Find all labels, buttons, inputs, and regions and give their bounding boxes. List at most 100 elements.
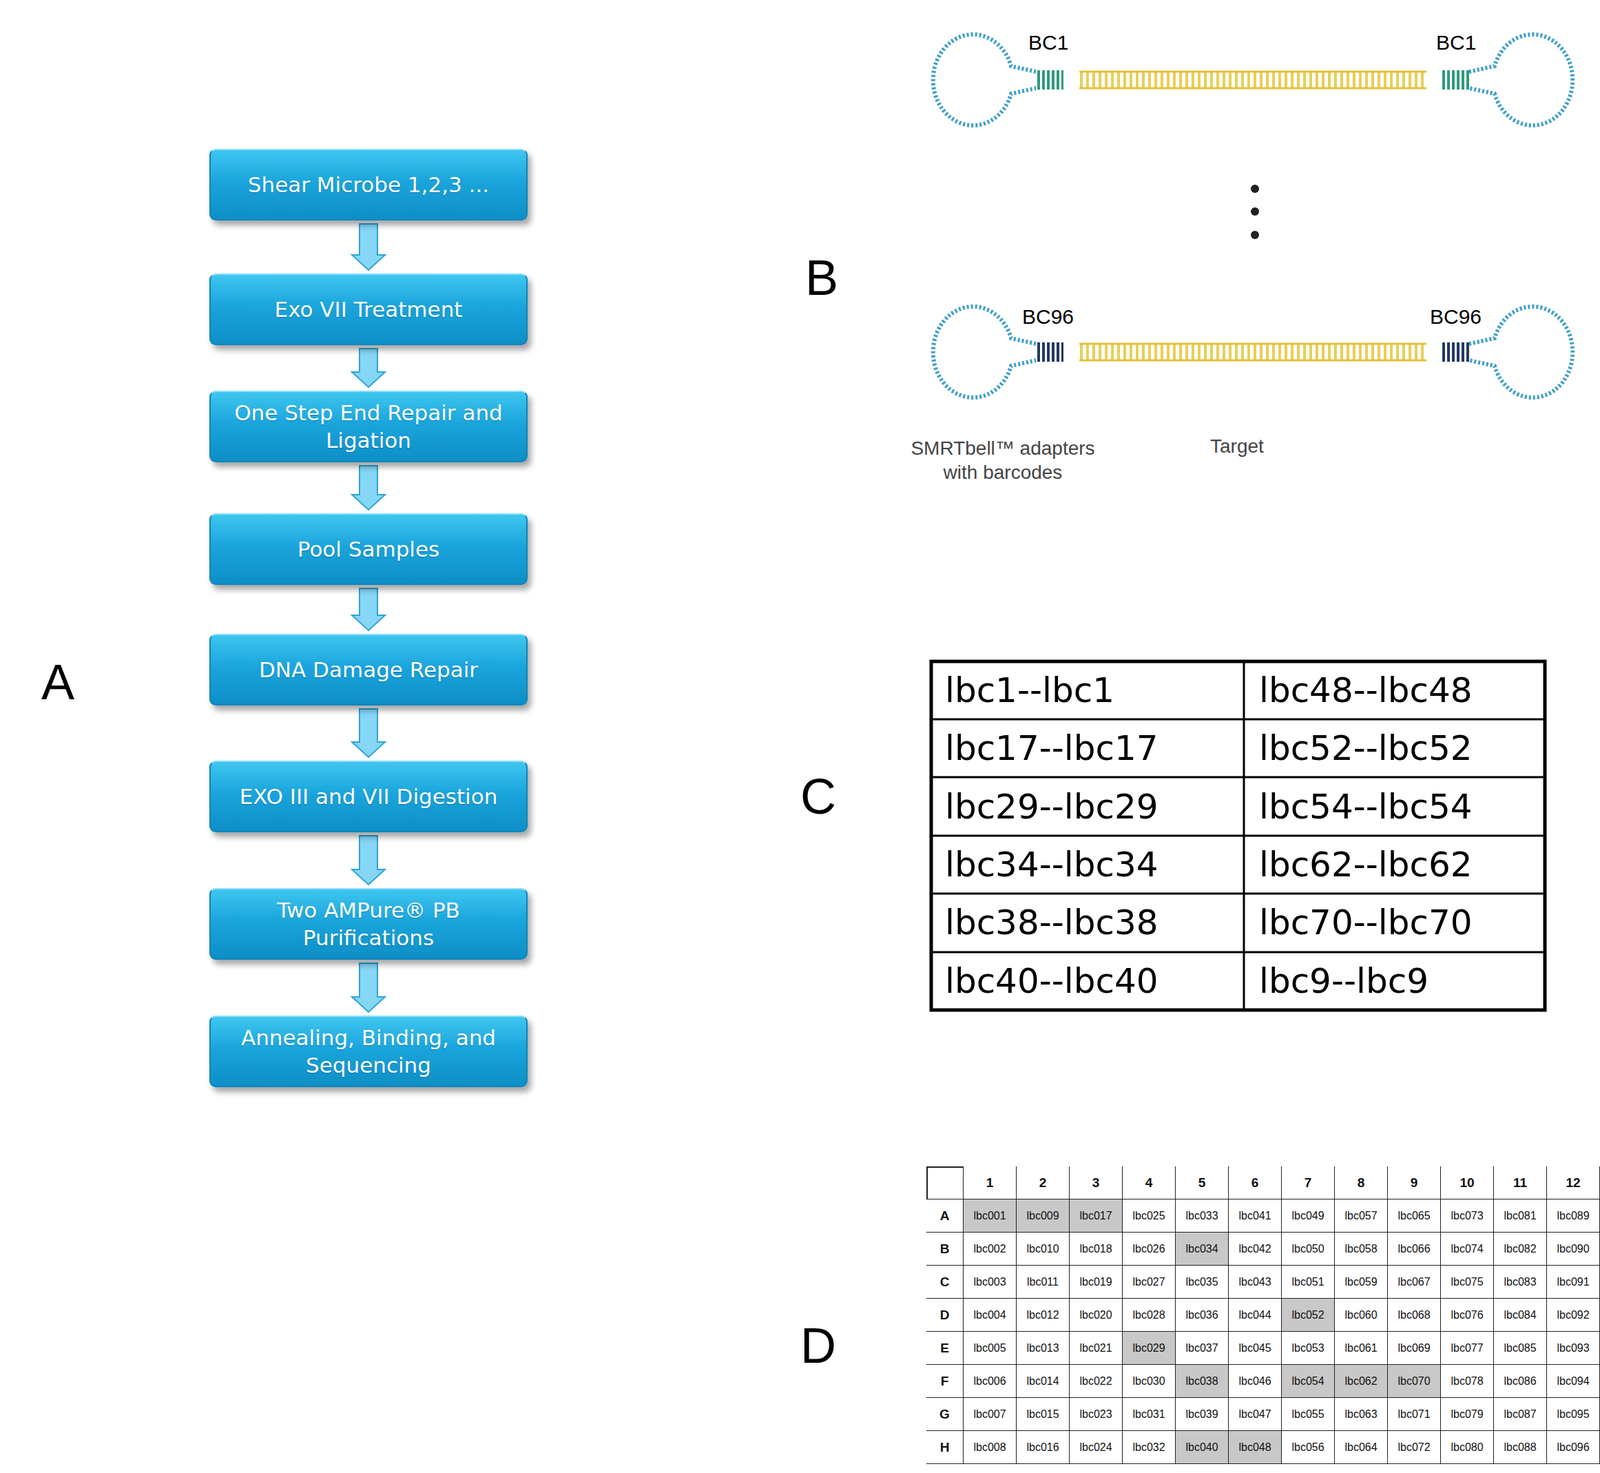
well-cell: lbc050 bbox=[1281, 1232, 1335, 1266]
box-text: EXO III and VII Digestion bbox=[239, 782, 498, 810]
well-cell: lbc020 bbox=[1069, 1298, 1123, 1332]
well-cell: lbc028 bbox=[1122, 1298, 1176, 1332]
box-text: DNA Damage Repair bbox=[258, 655, 479, 684]
block-arrow bbox=[351, 708, 386, 757]
well-cell: lbc009 bbox=[1016, 1199, 1070, 1233]
well-cell: lbc055 bbox=[1281, 1397, 1335, 1431]
well-cell: lbc074 bbox=[1440, 1232, 1494, 1266]
well-cell: lbc040 bbox=[1175, 1430, 1229, 1464]
column-header: 6 bbox=[1228, 1166, 1282, 1200]
process-box: Annealing, Binding, and Sequencing bbox=[209, 1015, 528, 1087]
table-cell: lbc9--lbc9 bbox=[1259, 960, 1429, 1001]
well-cell: lbc088 bbox=[1493, 1430, 1547, 1464]
table-cell: lbc70--lbc70 bbox=[1259, 902, 1473, 943]
row-header: E bbox=[926, 1331, 964, 1365]
well-cell: lbc077 bbox=[1440, 1331, 1494, 1365]
column-header: 4 bbox=[1122, 1166, 1176, 1200]
well-cell: lbc090 bbox=[1546, 1232, 1600, 1266]
well-cell: lbc046 bbox=[1228, 1364, 1282, 1398]
row-header: H bbox=[926, 1430, 964, 1464]
row-header: G bbox=[926, 1397, 964, 1431]
well-cell: lbc031 bbox=[1122, 1397, 1176, 1431]
well-cell: lbc035 bbox=[1175, 1265, 1229, 1299]
column-header: 12 bbox=[1546, 1166, 1600, 1200]
well-cell: lbc014 bbox=[1016, 1364, 1070, 1398]
well-cell: lbc068 bbox=[1387, 1298, 1441, 1332]
column-header: 9 bbox=[1387, 1166, 1441, 1200]
well-cell: lbc092 bbox=[1546, 1298, 1600, 1332]
process-box: Exo VII Treatment bbox=[209, 273, 528, 346]
well-cell: lbc049 bbox=[1281, 1199, 1335, 1233]
well-cell: lbc083 bbox=[1493, 1265, 1547, 1299]
well-cell: lbc013 bbox=[1016, 1331, 1070, 1365]
process-box: Shear Microbe 1,2,3 ... bbox=[209, 148, 528, 221]
well-cell: lbc017 bbox=[1069, 1199, 1123, 1233]
well-cell: lbc036 bbox=[1175, 1298, 1229, 1332]
table-lines bbox=[931, 661, 1545, 1010]
box-text: Pool Samples bbox=[297, 535, 440, 563]
well-cell: lbc001 bbox=[963, 1199, 1017, 1233]
well-cell: lbc043 bbox=[1228, 1265, 1282, 1299]
well-cell: lbc094 bbox=[1546, 1364, 1600, 1398]
well-cell: lbc045 bbox=[1228, 1331, 1282, 1365]
well-cell: lbc084 bbox=[1493, 1298, 1547, 1332]
well-cell: lbc086 bbox=[1493, 1364, 1547, 1398]
well-cell: lbc075 bbox=[1440, 1265, 1494, 1299]
well-cell: lbc052 bbox=[1281, 1298, 1335, 1332]
well-cell: lbc080 bbox=[1440, 1430, 1494, 1464]
ellipsis-dots bbox=[1250, 184, 1260, 240]
well-cell: lbc073 bbox=[1440, 1199, 1494, 1233]
box-text: One Step End Repair and Ligation bbox=[221, 398, 516, 455]
well-cell: lbc015 bbox=[1016, 1397, 1070, 1431]
well-cell: lbc026 bbox=[1122, 1232, 1176, 1266]
column-header: 8 bbox=[1334, 1166, 1388, 1200]
table-cell: lbc1--lbc1 bbox=[944, 670, 1115, 711]
well-cell: lbc004 bbox=[963, 1298, 1017, 1332]
panel-letter: D bbox=[800, 1316, 837, 1374]
box-text: Exo VII Treatment bbox=[274, 295, 463, 324]
row-header: D bbox=[926, 1298, 964, 1332]
well-cell: lbc022 bbox=[1069, 1364, 1123, 1398]
row-header: A bbox=[926, 1199, 964, 1233]
well-cell: lbc030 bbox=[1122, 1364, 1176, 1398]
well-cell: lbc056 bbox=[1281, 1430, 1335, 1464]
well-cell: lbc072 bbox=[1387, 1430, 1441, 1464]
block-arrow bbox=[351, 223, 386, 270]
block-arrow bbox=[351, 835, 386, 885]
well-cell: lbc087 bbox=[1493, 1397, 1547, 1431]
well-cell: lbc012 bbox=[1016, 1298, 1070, 1332]
adapter-caption: SMRTbell™ adapters with barcodes bbox=[899, 435, 1107, 485]
well-cell: lbc054 bbox=[1281, 1364, 1335, 1398]
well-cell: lbc003 bbox=[963, 1265, 1017, 1299]
well-cell: lbc044 bbox=[1228, 1298, 1282, 1332]
table-cell: lbc38--lbc38 bbox=[944, 902, 1159, 943]
well-cell: lbc038 bbox=[1175, 1364, 1229, 1398]
process-box: One Step End Repair and Ligation bbox=[209, 390, 528, 463]
well-cell: lbc024 bbox=[1069, 1430, 1123, 1464]
well-cell: lbc042 bbox=[1228, 1232, 1282, 1266]
block-arrow bbox=[351, 588, 386, 631]
well-cell: lbc027 bbox=[1122, 1265, 1176, 1299]
column-header: 5 bbox=[1175, 1166, 1229, 1200]
well-cell: lbc076 bbox=[1440, 1298, 1494, 1332]
table-cell: lbc54--lbc54 bbox=[1259, 786, 1473, 827]
well-cell: lbc037 bbox=[1175, 1331, 1229, 1365]
barcode-label: BC1 bbox=[1436, 30, 1477, 55]
process-box: DNA Damage Repair bbox=[209, 633, 528, 706]
well-cell: lbc060 bbox=[1334, 1298, 1388, 1332]
well-cell: lbc065 bbox=[1387, 1199, 1441, 1233]
column-header: 3 bbox=[1069, 1166, 1123, 1200]
well-cell: lbc033 bbox=[1175, 1199, 1229, 1233]
well-cell: lbc069 bbox=[1387, 1331, 1441, 1365]
well-cell: lbc081 bbox=[1493, 1199, 1547, 1233]
well-cell: lbc048 bbox=[1228, 1430, 1282, 1464]
barcode-label: BC96 bbox=[1429, 305, 1482, 329]
well-cell: lbc039 bbox=[1175, 1397, 1229, 1431]
column-header: 1 bbox=[963, 1166, 1017, 1200]
well-cell: lbc034 bbox=[1175, 1232, 1229, 1266]
panel-letter: A bbox=[41, 653, 75, 711]
well-cell: lbc062 bbox=[1334, 1364, 1388, 1398]
well-cell: lbc085 bbox=[1493, 1331, 1547, 1365]
process-box: Pool Samples bbox=[209, 513, 528, 585]
table-cell: lbc29--lbc29 bbox=[944, 786, 1159, 827]
